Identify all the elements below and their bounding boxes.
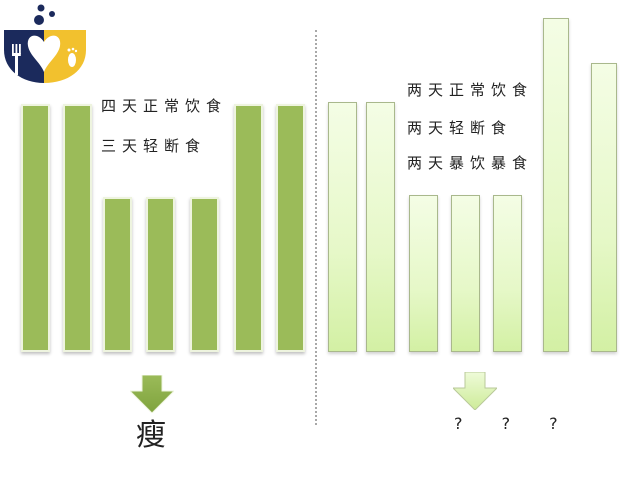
bar-day-3 [103, 197, 132, 352]
legend-normal-diet: 四天正常饮食 [101, 97, 228, 115]
arrow-down-icon [130, 375, 174, 413]
bar-day-5 [493, 195, 522, 352]
result-question-marks: ? ? ? [454, 414, 575, 433]
bar-day-1 [328, 102, 357, 352]
bar-day-6 [543, 18, 569, 352]
bar-day-2 [63, 104, 92, 352]
fork-heart-logo-icon [4, 4, 86, 83]
legend-light-fasting: 两天轻断食 [407, 119, 513, 137]
bar-day-7 [276, 104, 305, 352]
result-thin: 瘦 [136, 418, 166, 453]
bar-day-6 [234, 104, 263, 352]
bar-day-5 [190, 197, 219, 352]
bar-day-1 [21, 104, 50, 352]
legend-binge-eating: 两天暴饮暴食 [407, 154, 534, 172]
bar-day-3 [409, 195, 438, 352]
legend-normal-diet: 两天正常饮食 [407, 81, 534, 99]
arrow-down-icon [453, 372, 497, 410]
bar-day-4 [451, 195, 480, 352]
legend-light-fasting: 三天轻断食 [101, 137, 207, 155]
bar-day-4 [146, 197, 175, 352]
dotted-divider [315, 30, 317, 425]
bar-day-7 [591, 63, 617, 352]
bar-day-2 [366, 102, 395, 352]
